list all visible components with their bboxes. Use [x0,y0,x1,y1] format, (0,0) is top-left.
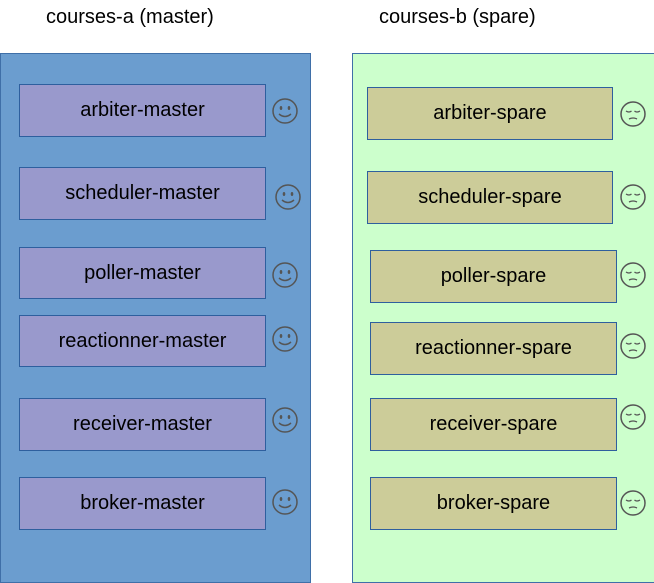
node-poller-master: poller-master [19,247,266,299]
node-receiver-spare: receiver-spare [370,398,617,451]
node-broker-spare: broker-spare [370,477,617,530]
sleeping-face-icon [620,101,646,127]
node-scheduler-master: scheduler-master [19,167,266,220]
happy-face-icon [275,184,301,210]
node-scheduler-spare: scheduler-spare [367,171,613,224]
sleeping-face-icon [620,184,646,210]
sleeping-face-icon [620,262,646,288]
node-arbiter-spare: arbiter-spare [367,87,613,140]
column-title-courses-b: courses-b (spare) [379,6,536,28]
node-arbiter-master: arbiter-master [19,84,266,137]
node-broker-master: broker-master [19,477,266,530]
node-receiver-master: receiver-master [19,398,266,451]
node-reactionner-spare: reactionner-spare [370,322,617,375]
happy-face-icon [272,98,298,124]
node-poller-spare: poller-spare [370,250,617,303]
happy-face-icon [272,407,298,433]
column-title-courses-a: courses-a (master) [46,6,214,28]
sleeping-face-icon [620,333,646,359]
happy-face-icon [272,262,298,288]
sleeping-face-icon [620,490,646,516]
node-reactionner-master: reactionner-master [19,315,266,367]
happy-face-icon [272,489,298,515]
happy-face-icon [272,326,298,352]
sleeping-face-icon [620,404,646,430]
